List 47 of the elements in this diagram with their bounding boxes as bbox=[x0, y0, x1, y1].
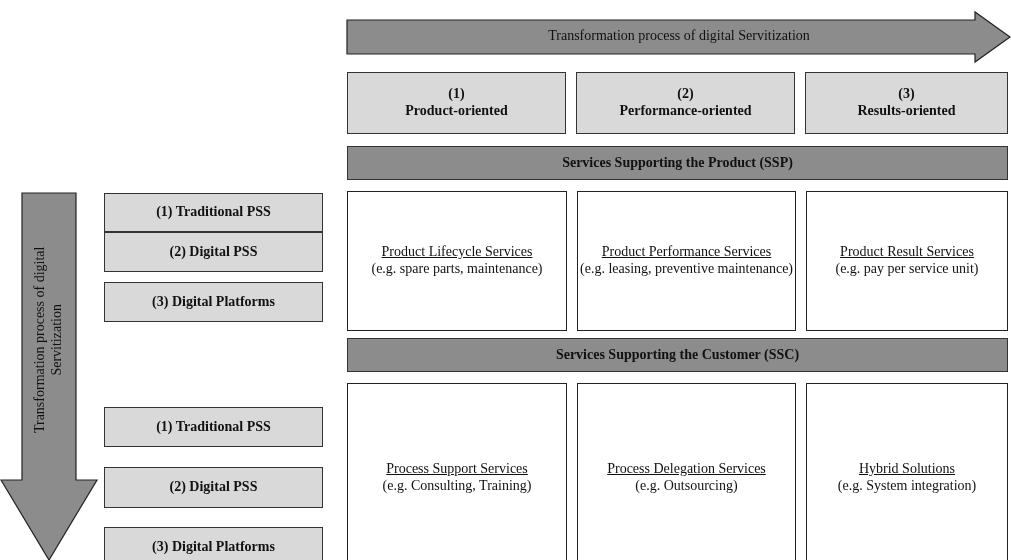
column-number: (1) bbox=[448, 86, 465, 103]
service-title: Product Lifecycle Services bbox=[380, 244, 534, 261]
service-title: Hybrid Solutions bbox=[857, 461, 957, 478]
service-examples: (e.g. System integration) bbox=[836, 478, 978, 495]
box-label: (2) Digital PSS bbox=[169, 479, 258, 496]
box-label: (3) Digital Platforms bbox=[152, 538, 275, 556]
service-examples: (e.g. spare parts, maintenance) bbox=[370, 261, 544, 278]
service-title: Process Delegation Services bbox=[606, 461, 767, 478]
pss-level-box bbox=[104, 407, 323, 447]
process-arrow bbox=[0, 193, 98, 560]
column-number: (3) bbox=[898, 86, 915, 103]
pss-level-box bbox=[104, 282, 323, 322]
box-label: (3) Digital Platforms bbox=[152, 293, 275, 311]
service-box bbox=[577, 191, 796, 331]
pss-level-box bbox=[104, 527, 323, 560]
box-label: Services Supporting the Product (SSP) bbox=[562, 154, 793, 172]
service-box bbox=[347, 383, 567, 560]
service-examples: (e.g. pay per service unit) bbox=[834, 261, 980, 278]
service-examples: (e.g. leasing, preventive maintenance) bbox=[579, 261, 794, 278]
service-box bbox=[347, 191, 567, 331]
arrow-label: Transformation process of digital Servitization bbox=[548, 27, 810, 45]
service-box bbox=[806, 191, 1008, 331]
orientation-box bbox=[805, 72, 1008, 134]
service-examples: (e.g. Outsourcing) bbox=[634, 478, 739, 495]
service-box bbox=[806, 383, 1008, 560]
service-title: Product Result Services bbox=[839, 244, 975, 261]
orientation-box bbox=[347, 72, 566, 134]
pss-level-box bbox=[104, 467, 323, 508]
service-examples: (e.g. Consulting, Training) bbox=[381, 478, 533, 495]
box-label: (1) Traditional PSS bbox=[156, 418, 271, 436]
service-title: Process Support Services bbox=[385, 461, 529, 478]
box-label: Performance-oriented bbox=[619, 103, 752, 120]
box-label: Product-oriented bbox=[405, 103, 508, 120]
orientation-box bbox=[576, 72, 795, 134]
pss-level-box bbox=[104, 232, 323, 272]
box-label: Services Supporting the Customer (SSC) bbox=[555, 346, 800, 364]
box-label: Results-oriented bbox=[857, 103, 956, 120]
category-band bbox=[347, 338, 1008, 372]
pss-level-box bbox=[104, 193, 323, 232]
box-label: (1) Traditional PSS bbox=[156, 204, 271, 221]
arrow-label: Transformation process of digital Servitization bbox=[32, 245, 65, 436]
box-label: (2) Digital PSS bbox=[169, 243, 258, 261]
category-band bbox=[347, 146, 1008, 180]
service-box bbox=[577, 383, 796, 560]
column-number: (2) bbox=[677, 86, 694, 103]
process-arrow bbox=[347, 12, 1011, 62]
service-title: Product Performance Services bbox=[600, 244, 773, 261]
